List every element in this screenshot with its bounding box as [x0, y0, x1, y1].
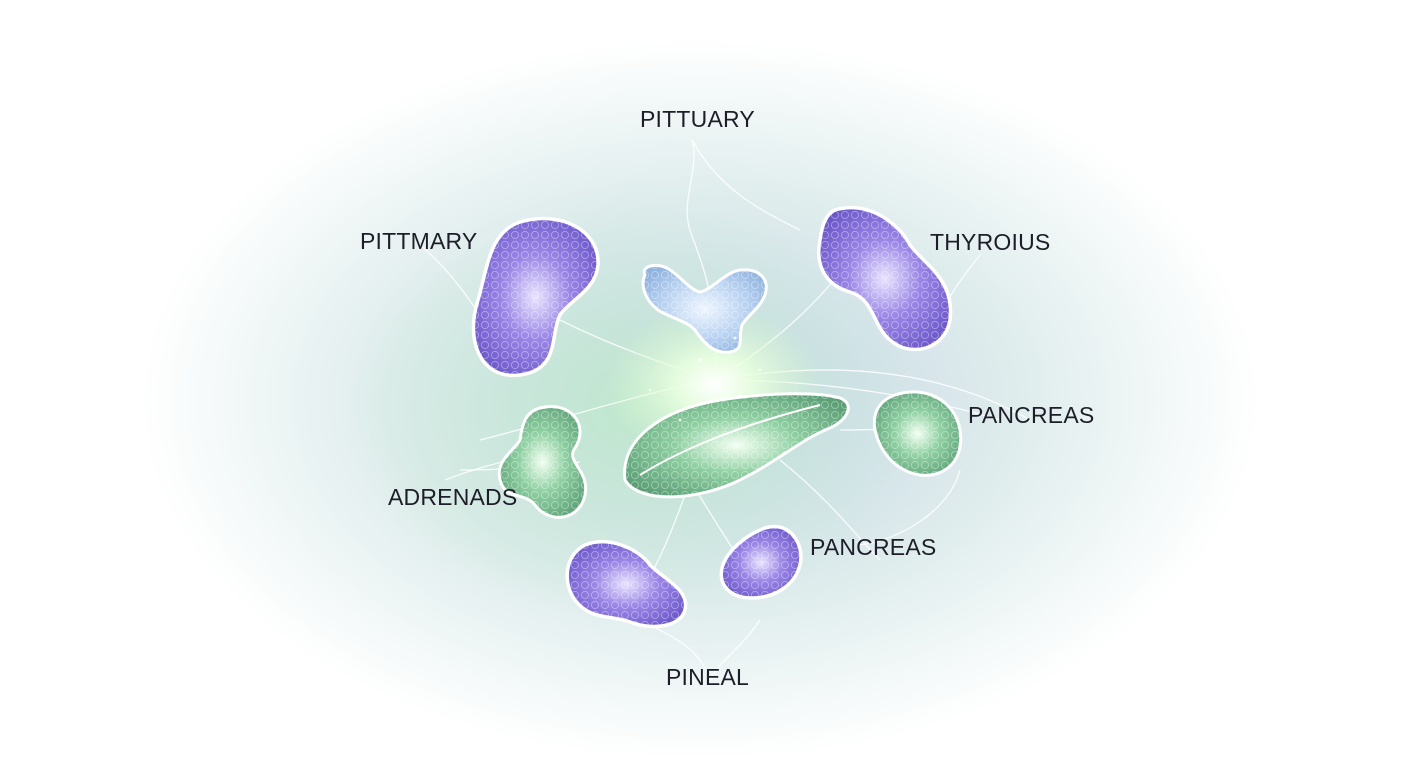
- pituitary-gland: [641, 263, 768, 354]
- label-upper-right: THYROIUS: [930, 229, 1051, 255]
- left-green-gland: [497, 405, 588, 519]
- lower-left-gland: [565, 540, 688, 629]
- label-upper-left: PITTMARY: [360, 228, 478, 254]
- label-mid-right: PANCREAS: [968, 402, 1095, 428]
- left-upper-gland: [471, 216, 600, 378]
- label-mid-left: ADRENADS: [388, 484, 518, 510]
- label-bottom: PINEAL: [666, 664, 750, 690]
- right-green-gland: [872, 390, 963, 477]
- label-lower-right: PANCREAS: [810, 534, 937, 560]
- lower-right-gland: [719, 524, 803, 600]
- right-upper-gland: [817, 206, 953, 352]
- sparkles: [648, 336, 762, 422]
- label-top: PITTUARY: [640, 106, 755, 132]
